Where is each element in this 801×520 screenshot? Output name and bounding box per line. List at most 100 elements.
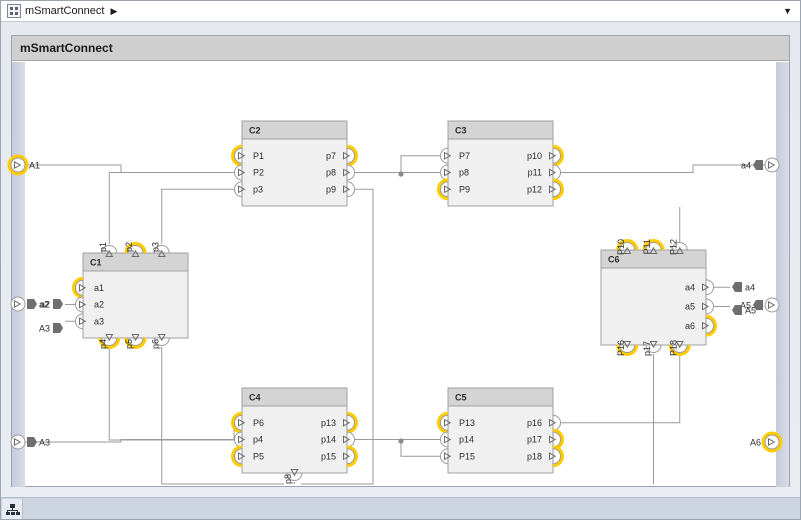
port-label: a4 bbox=[745, 282, 755, 292]
port[interactable] bbox=[616, 341, 639, 356]
port[interactable] bbox=[440, 147, 452, 164]
port[interactable] bbox=[642, 239, 665, 254]
port[interactable] bbox=[231, 144, 246, 167]
port[interactable] bbox=[98, 334, 121, 349]
port[interactable] bbox=[343, 445, 358, 468]
port[interactable] bbox=[101, 245, 118, 257]
port[interactable] bbox=[440, 164, 452, 181]
block-body[interactable] bbox=[82, 270, 189, 339]
port-body bbox=[10, 434, 26, 450]
boundary-port-a4[interactable]: a4 bbox=[741, 157, 780, 173]
boundary-port-A5[interactable]: A5 bbox=[740, 297, 780, 313]
port-body bbox=[127, 245, 144, 254]
port[interactable] bbox=[549, 414, 561, 431]
port-body bbox=[645, 242, 662, 251]
port[interactable] bbox=[343, 144, 358, 167]
breadcrumb-arrow-icon[interactable]: ▶ bbox=[110, 6, 118, 16]
connector-stub-A5[interactable]: A5 bbox=[732, 305, 756, 315]
port[interactable] bbox=[343, 164, 355, 181]
breadcrumb-model-name[interactable]: mSmartConnect bbox=[25, 5, 105, 17]
port[interactable] bbox=[124, 242, 147, 257]
port[interactable] bbox=[671, 242, 688, 254]
port[interactable] bbox=[75, 313, 87, 330]
port[interactable] bbox=[153, 245, 170, 257]
port[interactable] bbox=[72, 276, 87, 299]
port-label: P16 bbox=[616, 340, 626, 356]
chevron-down-icon[interactable]: ▼ bbox=[783, 6, 792, 16]
port-label: p2 bbox=[124, 242, 134, 252]
port-arrow-icon bbox=[238, 435, 246, 444]
port-label: P7 bbox=[459, 151, 470, 161]
hierarchy-tree-button[interactable] bbox=[2, 499, 23, 519]
port-label: A3 bbox=[39, 437, 50, 447]
port[interactable] bbox=[231, 411, 246, 434]
port[interactable] bbox=[231, 445, 246, 468]
port-body bbox=[552, 147, 561, 164]
port-label: P2 bbox=[253, 168, 264, 178]
port-label: C4 bbox=[249, 393, 261, 403]
port[interactable] bbox=[437, 411, 452, 434]
block-body[interactable] bbox=[447, 405, 554, 474]
connector-icon bbox=[732, 305, 742, 315]
connector-icon bbox=[753, 300, 763, 310]
port[interactable] bbox=[440, 448, 452, 465]
port[interactable] bbox=[343, 411, 358, 434]
port[interactable] bbox=[286, 469, 303, 481]
boundary-port-A1[interactable]: A1 bbox=[7, 154, 41, 176]
port[interactable] bbox=[124, 334, 147, 349]
boundary-port-A3[interactable]: A3 bbox=[10, 434, 50, 450]
boundary-port-A6[interactable]: A6 bbox=[750, 431, 783, 453]
port[interactable] bbox=[343, 181, 355, 198]
connector-stub-a4[interactable]: a4 bbox=[732, 282, 755, 292]
port[interactable] bbox=[549, 164, 561, 181]
port[interactable] bbox=[702, 314, 717, 337]
port-body bbox=[101, 245, 118, 254]
port-label: p10 bbox=[527, 151, 542, 161]
port[interactable] bbox=[437, 178, 452, 201]
port-label: p18 bbox=[527, 451, 542, 461]
port[interactable] bbox=[549, 178, 564, 201]
port-label: p15 bbox=[321, 451, 336, 461]
port-label: C1 bbox=[90, 258, 102, 268]
breadcrumb-bar: mSmartConnect ▶ ▼ bbox=[1, 1, 800, 22]
port-label: p8 bbox=[459, 168, 469, 178]
port-highlight bbox=[346, 144, 358, 167]
connector-stub-a2[interactable]: a2 bbox=[40, 299, 63, 309]
port[interactable] bbox=[153, 334, 170, 346]
port[interactable] bbox=[616, 239, 639, 254]
port[interactable] bbox=[549, 445, 564, 468]
port[interactable] bbox=[645, 341, 662, 353]
port-arrow-icon bbox=[105, 249, 114, 257]
port[interactable] bbox=[549, 144, 564, 167]
port-label: a4 bbox=[685, 282, 695, 292]
port-label: C3 bbox=[455, 126, 467, 136]
port-highlight bbox=[231, 411, 243, 434]
boundary-port-a2[interactable]: a2 bbox=[10, 296, 49, 312]
port-highlight bbox=[346, 411, 358, 434]
port[interactable] bbox=[343, 431, 355, 448]
port[interactable] bbox=[234, 181, 246, 198]
port[interactable] bbox=[234, 164, 246, 181]
block-body[interactable] bbox=[447, 138, 554, 207]
port-highlight bbox=[668, 344, 691, 356]
port-label: p12 bbox=[527, 184, 542, 194]
port[interactable] bbox=[668, 341, 691, 356]
port[interactable] bbox=[702, 298, 714, 315]
port-arrow-icon bbox=[79, 317, 87, 326]
connector-stub-A3[interactable]: A3 bbox=[39, 323, 63, 333]
port[interactable] bbox=[702, 279, 714, 296]
port-arrow-icon bbox=[343, 151, 351, 160]
port-arrow-icon bbox=[649, 246, 658, 254]
port[interactable] bbox=[75, 296, 87, 313]
port[interactable] bbox=[440, 431, 452, 448]
